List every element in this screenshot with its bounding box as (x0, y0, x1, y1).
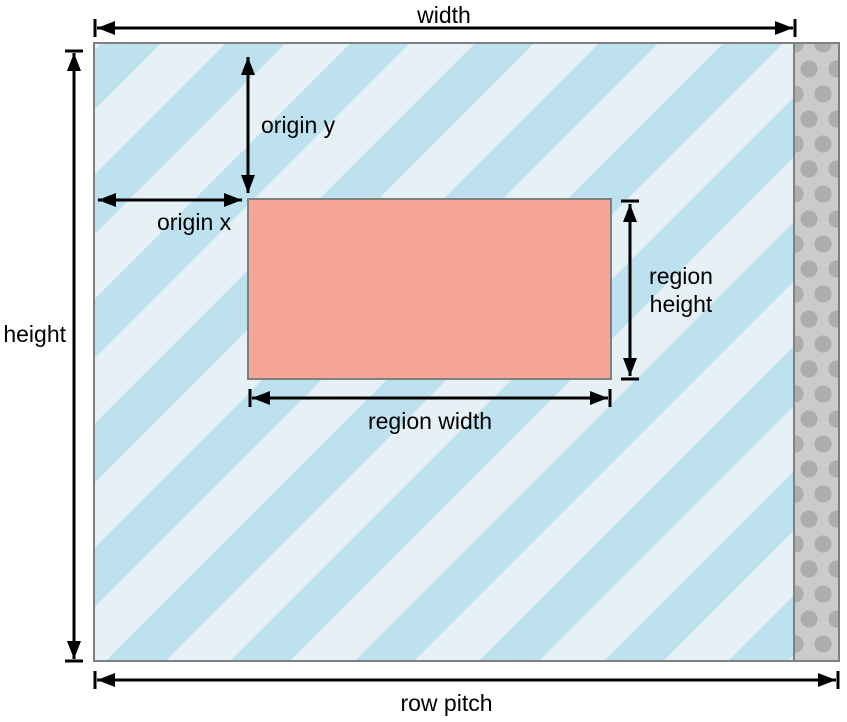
origin-y-label: origin y (261, 112, 336, 138)
row-pitch-label: row pitch (400, 690, 493, 716)
copy-region-rect (247, 198, 612, 380)
region-height-label: region height (649, 263, 713, 317)
height-arrow (65, 49, 83, 663)
height-label: height (3, 321, 66, 347)
origin-x-label: origin x (157, 209, 232, 235)
row-pitch-arrow (93, 671, 840, 689)
width-label: width (417, 2, 471, 28)
region-width-label: region width (367, 408, 493, 434)
row-padding-strip (793, 44, 838, 660)
buffer-rect (93, 42, 840, 662)
